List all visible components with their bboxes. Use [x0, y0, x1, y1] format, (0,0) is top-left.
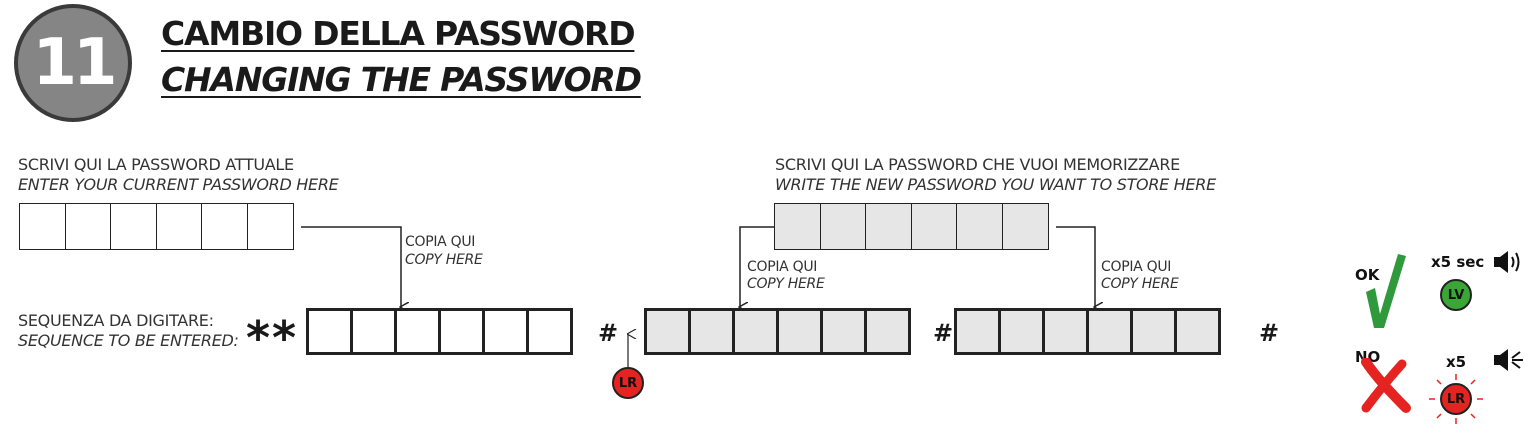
password-digit-box[interactable] [19, 203, 66, 250]
cross-icon [1361, 358, 1411, 413]
ok-label: OK [1355, 266, 1380, 284]
password-digit-box[interactable] [110, 203, 157, 250]
password-digit-box[interactable] [1001, 203, 1049, 250]
sequence-digit-box[interactable] [1130, 308, 1177, 355]
password-digit-box[interactable] [910, 203, 958, 250]
password-digit-box[interactable] [246, 203, 294, 250]
title-english: CHANGING THE PASSWORD [161, 60, 642, 99]
sequence-hash-terminator: # [1259, 319, 1280, 347]
copy-here-label-it: COPIA QUI [1101, 259, 1172, 275]
new-password-label-it: SCRIVI QUI LA PASSWORD CHE VUOI MEMORIZZ… [775, 155, 1180, 174]
copy-here-label-en: COPY HERE [405, 252, 483, 268]
current-password-boxes [19, 203, 294, 250]
red-led-blinking-indicator: LR [1440, 383, 1472, 415]
sequence-digit-box[interactable] [1086, 308, 1133, 355]
sequence-digit-box[interactable] [394, 308, 441, 355]
sequence-digit-box[interactable] [644, 308, 691, 355]
sequence-prefix-stars: ** [246, 311, 299, 365]
new-password-label-en: WRITE THE NEW PASSWORD YOU WANT TO STORE… [775, 175, 1216, 194]
sequence-current-boxes [306, 308, 573, 355]
sequence-digit-box[interactable] [482, 308, 529, 355]
sequence-hash-separator: # [598, 319, 619, 347]
sequence-digit-box[interactable] [954, 308, 1001, 355]
password-digit-box[interactable] [155, 203, 203, 250]
sequence-digit-box[interactable] [306, 308, 353, 355]
copy-arrow-new-1 [740, 226, 774, 307]
password-digit-box[interactable] [865, 203, 912, 250]
current-password-label-en: ENTER YOUR CURRENT PASSWORD HERE [18, 175, 339, 194]
green-led-indicator: LV [1440, 279, 1472, 311]
sequence-hash-separator: # [933, 319, 954, 347]
sequence-digit-box[interactable] [438, 308, 485, 355]
step-number-badge: 11 [14, 4, 132, 122]
sequence-digit-box[interactable] [1174, 308, 1221, 355]
copy-arrow-current [301, 226, 401, 307]
sequence-label-it: SEQUENZA DA DIGITARE: [18, 311, 214, 330]
password-digit-box[interactable] [774, 203, 821, 250]
copy-here-label-it: COPIA QUI [747, 259, 818, 275]
speaker-beep-icon [1494, 349, 1523, 371]
copy-here-label-en: COPY HERE [747, 276, 825, 292]
sequence-new-boxes [644, 308, 911, 355]
current-password-label-it: SCRIVI QUI LA PASSWORD ATTUALE [18, 155, 294, 174]
copy-arrow-new-2 [1056, 226, 1095, 307]
no-count-label: x5 [1446, 353, 1467, 371]
sequence-digit-box[interactable] [776, 308, 823, 355]
title-italian: CAMBIO DELLA PASSWORD [161, 14, 636, 53]
password-digit-box[interactable] [201, 203, 248, 250]
copy-here-label-en: COPY HERE [1101, 276, 1179, 292]
sequence-digit-box[interactable] [820, 308, 867, 355]
password-digit-box[interactable] [956, 203, 1003, 250]
step-number: 11 [32, 26, 117, 100]
sequence-label-en: SEQUENCE TO BE ENTERED: [18, 331, 239, 350]
password-digit-box[interactable] [819, 203, 867, 250]
speaker-sound-icon [1494, 251, 1520, 273]
sequence-digit-box[interactable] [350, 308, 397, 355]
sequence-digit-box[interactable] [998, 308, 1045, 355]
ok-duration-label: x5 sec [1431, 253, 1485, 271]
sequence-digit-box[interactable] [864, 308, 911, 355]
sequence-digit-box[interactable] [732, 308, 779, 355]
sequence-digit-box[interactable] [1042, 308, 1089, 355]
red-led-indicator: LR [612, 367, 644, 399]
password-digit-box[interactable] [64, 203, 112, 250]
led-blink-rays-icon [1429, 374, 1483, 424]
sequence-digit-box[interactable] [526, 308, 573, 355]
sequence-digit-box[interactable] [688, 308, 735, 355]
checkmark-icon [1366, 254, 1406, 328]
sequence-confirm-boxes [954, 308, 1221, 355]
copy-here-label-it: COPIA QUI [405, 234, 476, 250]
new-password-boxes [774, 203, 1049, 250]
